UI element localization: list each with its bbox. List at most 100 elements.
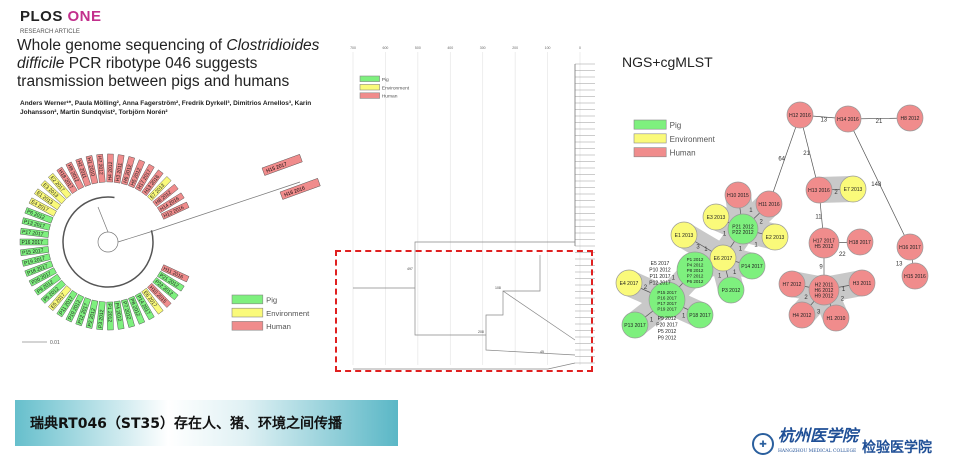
tree-leaf: P16 2017 xyxy=(19,238,49,246)
tree-leaf-box xyxy=(147,176,172,202)
tree-leaf-box xyxy=(85,299,99,329)
network-node xyxy=(648,281,686,319)
tree-leaf-box xyxy=(121,156,135,186)
legend-label-pig: Pig xyxy=(670,121,682,130)
network-node-label: P16 2017 xyxy=(657,295,677,300)
edge-distance-label: 11 xyxy=(815,215,822,221)
tree-leaf-box xyxy=(157,192,185,214)
tree-leaf-box xyxy=(48,285,72,311)
network-node-label: H18 2017 xyxy=(849,240,871,246)
network-node-label: P17 2017 xyxy=(657,301,677,306)
tree-leaf-box xyxy=(65,294,85,323)
network-node-label: P8 2012 xyxy=(687,268,704,273)
edge-distance-label: 21 xyxy=(876,119,883,125)
tree-leaf-box xyxy=(106,301,114,331)
tree-leaf-box xyxy=(141,287,164,315)
edge-distance-label: 2 xyxy=(841,296,845,302)
journal-name: PLOS xyxy=(20,8,63,25)
tree-leaf-box xyxy=(65,161,85,190)
network-node-label: P18 2017 xyxy=(689,313,711,319)
edge-distance-label: 3 xyxy=(696,245,700,251)
tree-branch xyxy=(97,181,301,243)
network-node-label: H3 2011 xyxy=(853,281,872,287)
tree-leaf: H7 2012 xyxy=(96,153,106,183)
edge-distance-label: 13 xyxy=(820,118,827,124)
network-node-label: H4 2012 xyxy=(793,313,812,319)
network-node xyxy=(808,274,840,306)
tree-leaf-box xyxy=(141,169,164,197)
network-node-label: P21 2012 xyxy=(732,224,754,230)
network-node xyxy=(846,228,874,256)
tree-leaf-box xyxy=(48,173,72,199)
tree-leaf-box xyxy=(128,159,146,189)
tree-leaf-label: P15 2017 xyxy=(22,248,44,257)
network-node-label: P15 2017 xyxy=(657,290,677,295)
network-node xyxy=(670,221,698,249)
tree-node-label: 497 xyxy=(407,267,413,271)
network-node xyxy=(786,101,814,129)
tree-leaf-box xyxy=(40,279,66,304)
network-node-label: P22 2012 xyxy=(732,230,754,236)
network-node-label: H11 2016 xyxy=(758,202,780,208)
axis-tick-label: 100 xyxy=(545,46,551,50)
network-cluster-label: P12 2017 xyxy=(649,281,671,287)
network-node-label: P19 2017 xyxy=(657,306,677,311)
edge-distance-label: 64 xyxy=(778,156,785,162)
edge-distance-label: 1 xyxy=(723,232,727,238)
edge-distance-label: 1 xyxy=(672,276,676,282)
legend-label-pig: Pig xyxy=(382,77,389,83)
axis-tick-label: 600 xyxy=(383,46,389,50)
tree-inner-arc xyxy=(62,196,154,288)
network-node-label: P14 2017 xyxy=(741,264,763,270)
network-node-label: H2 2011 xyxy=(815,283,834,289)
tree-leaf: H4 2012 xyxy=(106,153,114,183)
edge-distance-label: 1 xyxy=(704,247,708,253)
network-node xyxy=(615,269,643,297)
tree-leaf-box xyxy=(34,273,62,296)
network-node xyxy=(808,227,840,259)
tree-leaf-box xyxy=(157,270,185,292)
tree-leaf-label: P1 2012 xyxy=(106,303,113,322)
legend-swatch-pig xyxy=(359,75,380,82)
paper-authors: Anders Werner¹*, Paula Mölling², Anna Fa… xyxy=(20,100,312,116)
legend-swatch-pig xyxy=(633,119,667,130)
journal-logo: PLOS ONE xyxy=(20,8,102,25)
network-node-label: H14 2016 xyxy=(837,117,859,123)
tree-leaf-box xyxy=(75,297,91,327)
tree-leaf: P17 2017 xyxy=(20,227,50,238)
edge-distance-label: 1 xyxy=(739,246,743,252)
legend-label-human: Human xyxy=(670,149,696,158)
legend-swatch-human xyxy=(231,321,264,331)
axis-tick-label: 200 xyxy=(512,46,518,50)
tree-leaf-box xyxy=(19,238,49,246)
network-node-label: H13 2016 xyxy=(808,188,830,194)
tree-leaf-label: P16 2017 xyxy=(22,240,44,246)
tree-leaf-box xyxy=(56,290,78,318)
tree-leaf-box xyxy=(40,180,66,205)
summary-banner: 瑞典RT046（ST35）存在人、猪、环境之间传播 xyxy=(15,400,398,446)
network-node-label: H8 2012 xyxy=(901,116,920,122)
tree-leaf-box xyxy=(56,166,78,194)
tree-node-label: 45 xyxy=(540,350,544,354)
tree-leaf-box xyxy=(21,253,51,267)
tree-leaf-box xyxy=(24,260,54,277)
edge-distance-label: 2 xyxy=(644,285,648,291)
network-node xyxy=(778,270,806,298)
edge-distance-label: 1 xyxy=(682,314,686,320)
tree-leaf-label: P17 2017 xyxy=(22,229,44,238)
tree-branches xyxy=(353,241,576,370)
tree-leaf-box xyxy=(24,207,54,224)
network-node-label: E4 2017 xyxy=(620,281,639,287)
tree-leaf-box xyxy=(20,246,50,257)
network-node xyxy=(788,301,816,329)
network-node xyxy=(805,176,833,204)
legend-label-environment: Environment xyxy=(266,309,310,318)
tree-leaf: H1 2010 xyxy=(86,155,99,185)
network-node-label: P1 2012 xyxy=(687,257,704,262)
legend-label-environment: Environment xyxy=(382,85,410,91)
network-node xyxy=(702,203,730,231)
network-node xyxy=(755,190,783,218)
legend-label-human: Human xyxy=(266,322,291,331)
edge-distance-label: 2 xyxy=(834,190,838,196)
edge-distance-label: 1 xyxy=(650,318,654,324)
